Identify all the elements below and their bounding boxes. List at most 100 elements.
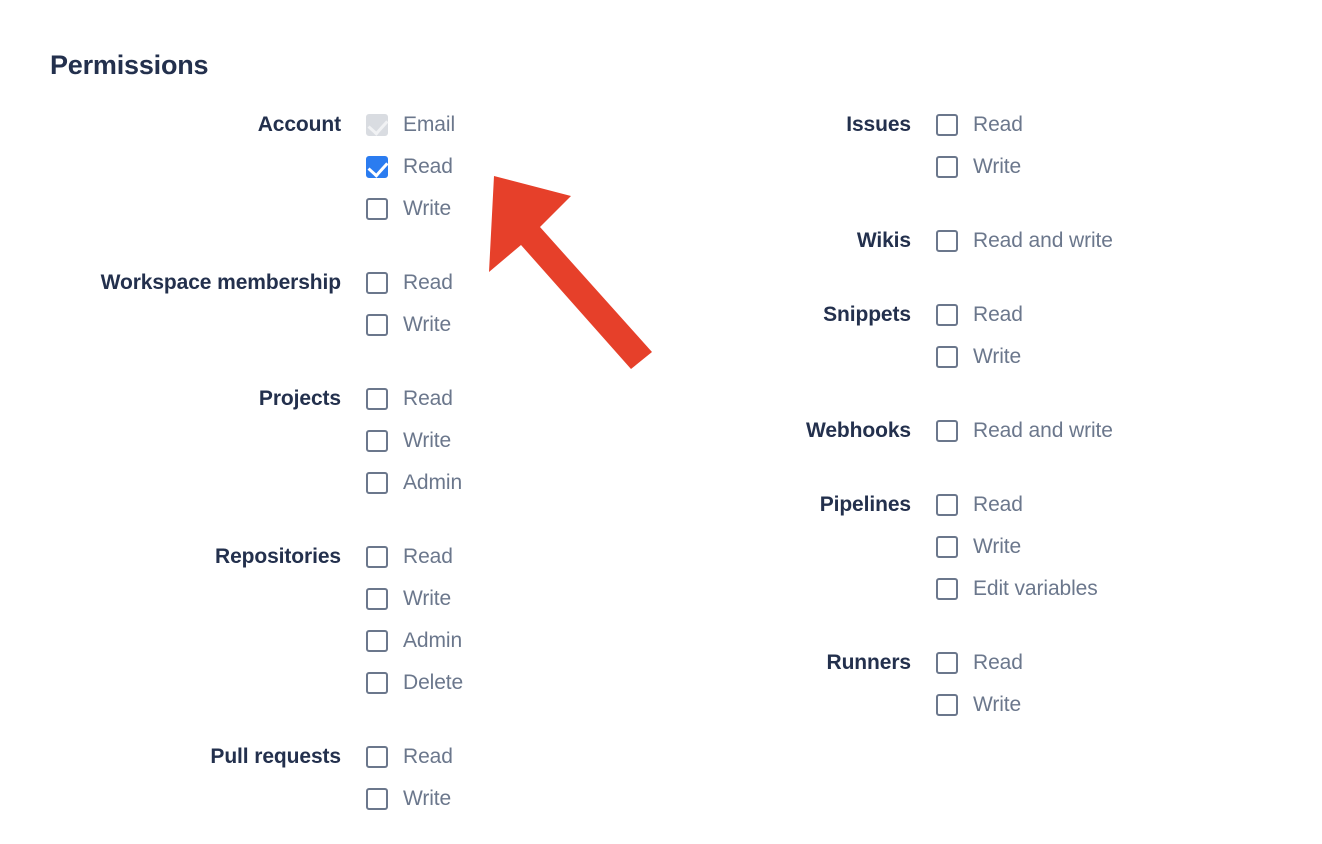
permission-option-pipelines-edit-variables[interactable]: Edit variables [936,568,1098,610]
permission-option-label: Read [403,155,453,178]
permission-option-pull-requests-write[interactable]: Write [366,778,453,820]
permission-option-workspace-membership-write[interactable]: Write [366,304,453,346]
permission-option-label: Write [973,693,1022,716]
snippets-write-checkbox[interactable] [936,346,958,368]
checkmark-icon [367,156,389,178]
permission-option-issues-write[interactable]: Write [936,146,1023,188]
runners-write-checkbox[interactable] [936,694,958,716]
wikis-read-and-write-checkbox[interactable] [936,230,958,252]
permission-option-workspace-membership-read[interactable]: Read [366,262,453,304]
pipelines-write-checkbox[interactable] [936,536,958,558]
account-email-checkbox [366,114,389,136]
page-title: Permissions [50,50,209,80]
permission-option-wikis-read-and-write[interactable]: Read and write [936,220,1113,262]
permission-option-issues-read[interactable]: Read [936,104,1023,146]
permission-option-pipelines-read[interactable]: Read [936,484,1098,526]
permission-option-label: Write [403,313,452,336]
projects-read-checkbox[interactable] [366,388,388,410]
permission-option-snippets-write[interactable]: Write [936,336,1023,378]
workspace-membership-read-checkbox[interactable] [366,272,388,294]
permission-option-repositories-write[interactable]: Write [366,578,463,620]
permission-option-repositories-delete[interactable]: Delete [366,662,463,704]
pipelines-read-checkbox[interactable] [936,494,958,516]
pull-requests-read-checkbox[interactable] [366,746,388,768]
permission-group-label: Snippets [823,303,911,326]
issues-write-checkbox[interactable] [936,156,958,178]
permission-option-account-email: Email [366,104,455,146]
checkmark-icon [367,114,389,136]
permission-option-repositories-admin[interactable]: Admin [366,620,463,662]
repositories-admin-checkbox[interactable] [366,630,388,652]
permission-option-pull-requests-read[interactable]: Read [366,736,453,778]
permission-group-wikis: Wikis Read and write [660,220,1322,262]
permission-group-label: Webhooks [806,419,911,442]
repositories-delete-checkbox[interactable] [366,672,388,694]
snippets-read-checkbox[interactable] [936,304,958,326]
permission-option-label: Write [973,535,1022,558]
permission-option-projects-read[interactable]: Read [366,378,462,420]
runners-read-checkbox[interactable] [936,652,958,674]
workspace-membership-write-checkbox[interactable] [366,314,388,336]
permission-option-label: Read [973,493,1023,516]
permission-group-label: Workspace membership [100,271,341,294]
permission-option-label: Write [973,155,1022,178]
permission-option-label: Read [403,745,453,768]
permission-option-label: Write [403,429,452,452]
permission-option-label: Read [973,113,1023,136]
pull-requests-write-checkbox[interactable] [366,788,388,810]
permission-option-label: Read [973,651,1023,674]
permission-option-label: Write [403,587,452,610]
permission-group-label: Pull requests [210,745,341,768]
permission-group-label: Projects [258,387,341,410]
permission-option-runners-write[interactable]: Write [936,684,1023,726]
permission-option-label: Read [403,387,453,410]
permission-option-label: Write [403,197,452,220]
permission-option-label: Admin [403,471,463,494]
permission-option-snippets-read[interactable]: Read [936,294,1023,336]
repositories-read-checkbox[interactable] [366,546,388,568]
account-write-checkbox[interactable] [366,198,388,220]
permission-option-account-write[interactable]: Write [366,188,455,230]
projects-admin-checkbox[interactable] [366,472,388,494]
permission-group-label: Repositories [215,545,341,568]
webhooks-read-and-write-checkbox[interactable] [936,420,958,442]
permission-option-label: Write [403,787,452,810]
permission-option-runners-read[interactable]: Read [936,642,1023,684]
permission-option-account-read[interactable]: Read [366,146,455,188]
permission-group-webhooks: Webhooks Read and write [660,410,1322,452]
permission-group-label: Runners [826,651,912,674]
repositories-write-checkbox[interactable] [366,588,388,610]
issues-read-checkbox[interactable] [936,114,958,136]
permission-option-projects-write[interactable]: Write [366,420,462,462]
projects-write-checkbox[interactable] [366,430,388,452]
permission-option-label: Write [973,345,1022,368]
permission-group-label: Wikis [856,229,911,252]
permission-option-label: Edit variables [973,577,1098,600]
permission-option-projects-admin[interactable]: Admin [366,462,462,504]
permission-group-label: Pipelines [819,493,911,516]
pipelines-edit-variables-checkbox[interactable] [936,578,958,600]
permission-option-repositories-read[interactable]: Read [366,536,463,578]
account-read-checkbox[interactable] [366,156,389,178]
permission-option-label: Read [973,303,1023,326]
permission-option-pipelines-write[interactable]: Write [936,526,1098,568]
permission-option-webhooks-read-and-write[interactable]: Read and write [936,410,1113,452]
permission-option-label: Email [403,113,456,136]
